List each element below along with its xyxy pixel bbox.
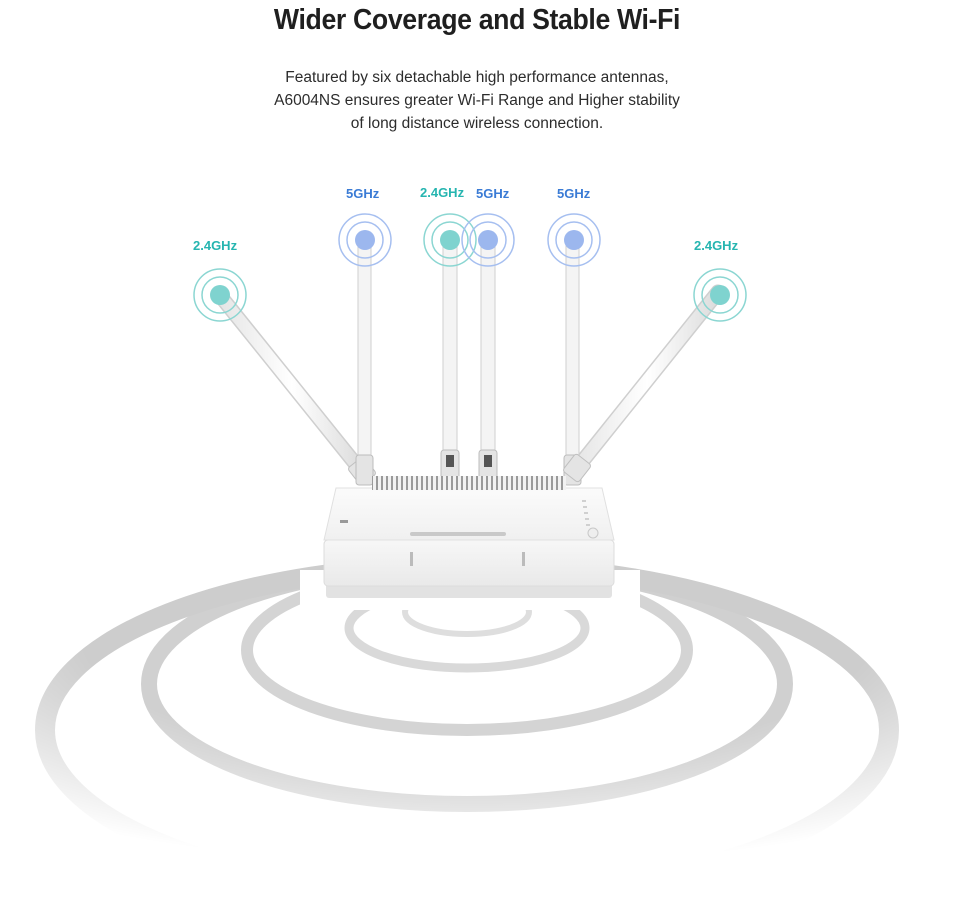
antennas xyxy=(214,237,726,486)
frequency-label: 2.4GHz xyxy=(420,185,465,200)
signal-5-icon xyxy=(461,213,515,267)
description-line: A6004NS ensures greater Wi-Fi Range and … xyxy=(274,92,680,109)
antenna xyxy=(563,284,726,483)
coverage-rings xyxy=(0,555,954,897)
page-title: Wider Coverage and Stable Wi-Fi xyxy=(273,4,681,36)
signal-24-icon xyxy=(193,268,247,322)
frequency-label: 2.4GHz xyxy=(694,238,739,253)
frequency-label: 2.4GHz xyxy=(193,238,238,253)
antenna xyxy=(478,237,498,484)
frequency-label: 5GHz xyxy=(476,186,510,201)
antenna xyxy=(563,237,582,486)
status-leds xyxy=(582,500,590,526)
antenna xyxy=(214,290,376,486)
router-body xyxy=(323,476,615,598)
frequency-label: 5GHz xyxy=(346,186,380,201)
signal-24-icon xyxy=(693,268,747,322)
signal-indicators xyxy=(193,213,747,322)
signal-24-icon xyxy=(423,213,477,267)
signal-5-icon xyxy=(547,213,601,267)
description-line: Featured by six detachable high performa… xyxy=(285,69,669,86)
signal-5-icon xyxy=(338,213,392,267)
antenna xyxy=(440,237,460,484)
antenna xyxy=(355,237,374,486)
description: Featured by six detachable high performa… xyxy=(0,66,954,135)
description-line: of long distance wireless connection. xyxy=(350,115,604,132)
frequency-label: 5GHz xyxy=(557,186,591,201)
